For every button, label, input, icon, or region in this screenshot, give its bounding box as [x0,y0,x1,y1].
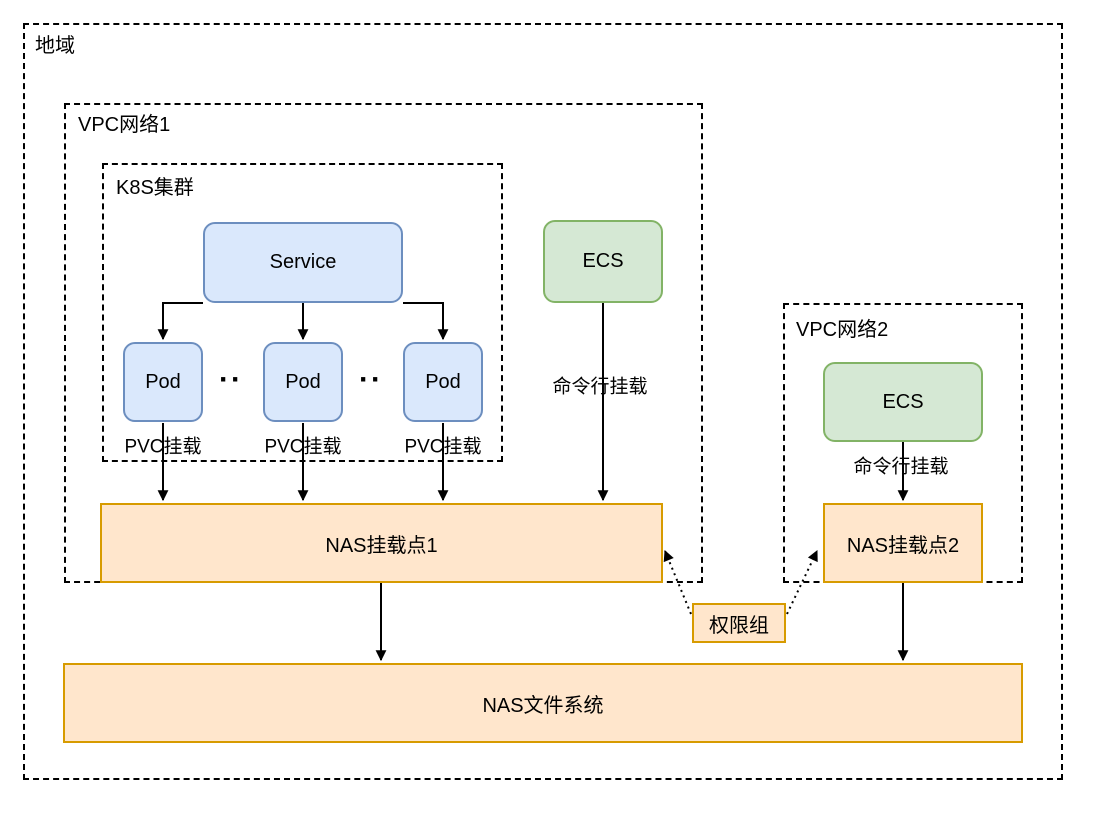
pod-node-2: Pod [263,342,343,422]
pod-ellipsis: ·· [359,363,383,396]
k8s-cluster-label: K8S集群 [116,177,194,199]
nas-filesystem-label: NAS文件系统 [482,694,604,717]
service-node: Service [203,222,403,303]
nas-mountpoint1-label: NAS挂载点1 [325,534,438,557]
cmdline-mount-label-vpc2: 命令行挂载 [853,456,949,478]
ecs-label: ECS [582,250,624,272]
pod-node-1: Pod [123,342,203,422]
pod-node-3: Pod [403,342,483,422]
region-label: 地域 [35,35,75,57]
vpc1-label: VPC网络1 [78,114,171,136]
ecs-node-vpc2: ECS [823,362,983,442]
pvc-mount-label-3: PVC挂载 [404,436,482,458]
ecs-label: ECS [882,390,924,413]
pod-ellipsis: ·· [219,363,243,396]
permission-group-label: 权限组 [709,614,769,637]
nas-filesystem-node: NAS文件系统 [63,663,1023,743]
pod-label: Pod [285,370,321,393]
nas-mountpoint1-node: NAS挂载点1 [100,503,663,583]
pod-label: Pod [145,370,181,393]
cmdline-mount-label-vpc1: 命令行挂载 [552,376,648,398]
pvc-mount-label-2: PVC挂载 [264,436,342,458]
region-box [23,23,1063,780]
service-label: Service [269,251,337,273]
nas-mountpoint2-label: NAS挂载点2 [846,534,960,557]
pvc-mount-label-1: PVC挂载 [124,436,202,458]
pod-label: Pod [425,370,461,393]
vpc2-label: VPC网络2 [796,319,889,341]
permission-group-node: 权限组 [692,603,786,643]
ecs-node-vpc1: ECS [543,220,663,303]
nas-mountpoint2-node: NAS挂载点2 [823,503,983,583]
